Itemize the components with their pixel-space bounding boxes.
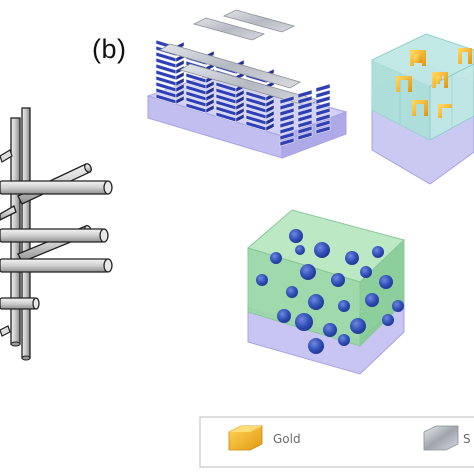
legend-item-silver: S <box>423 425 471 451</box>
silver-swatch-icon <box>423 425 459 451</box>
embedded-sphere <box>338 300 350 312</box>
embedded-sphere <box>314 242 330 258</box>
woodpile-column <box>315 83 331 135</box>
panel-label-b: (b) <box>92 34 127 64</box>
embedded-sphere <box>365 293 379 307</box>
embedded-sphere <box>270 252 282 264</box>
legend-label-silver: S <box>463 432 471 446</box>
embedded-sphere <box>360 266 372 278</box>
split-ring-resonator-array <box>371 33 474 185</box>
embedded-sphere <box>289 229 303 243</box>
embedded-sphere <box>382 314 394 326</box>
woodpile-column <box>297 89 313 141</box>
wire-lattice-illustration <box>0 107 113 361</box>
embedded-sphere <box>286 286 298 298</box>
woodpile-column <box>279 95 295 147</box>
embedded-sphere <box>277 309 291 323</box>
embedded-sphere <box>372 246 384 258</box>
embedded-sphere <box>331 273 345 287</box>
embedded-sphere <box>295 313 313 331</box>
embedded-sphere <box>323 323 337 337</box>
embedded-sphere <box>308 338 324 354</box>
embedded-sphere <box>350 318 366 334</box>
woodpile-bar-array <box>146 9 348 159</box>
embedded-sphere <box>338 334 350 346</box>
material-legend: Gold S <box>199 416 474 468</box>
woodpile-metal-bar <box>159 43 301 89</box>
embedded-sphere <box>308 294 324 310</box>
embedded-sphere <box>345 251 359 265</box>
woodpile-metal-bar <box>192 17 266 41</box>
embedded-sphere <box>379 275 393 289</box>
sphere-metamaterial-cube <box>246 209 405 375</box>
embedded-sphere <box>392 300 404 312</box>
embedded-sphere <box>256 274 268 286</box>
legend-item-gold: Gold <box>228 425 301 451</box>
woodpile-metal-bar <box>222 9 296 33</box>
embedded-sphere <box>295 245 305 255</box>
embedded-sphere <box>300 264 316 280</box>
legend-label-gold: Gold <box>273 432 301 446</box>
